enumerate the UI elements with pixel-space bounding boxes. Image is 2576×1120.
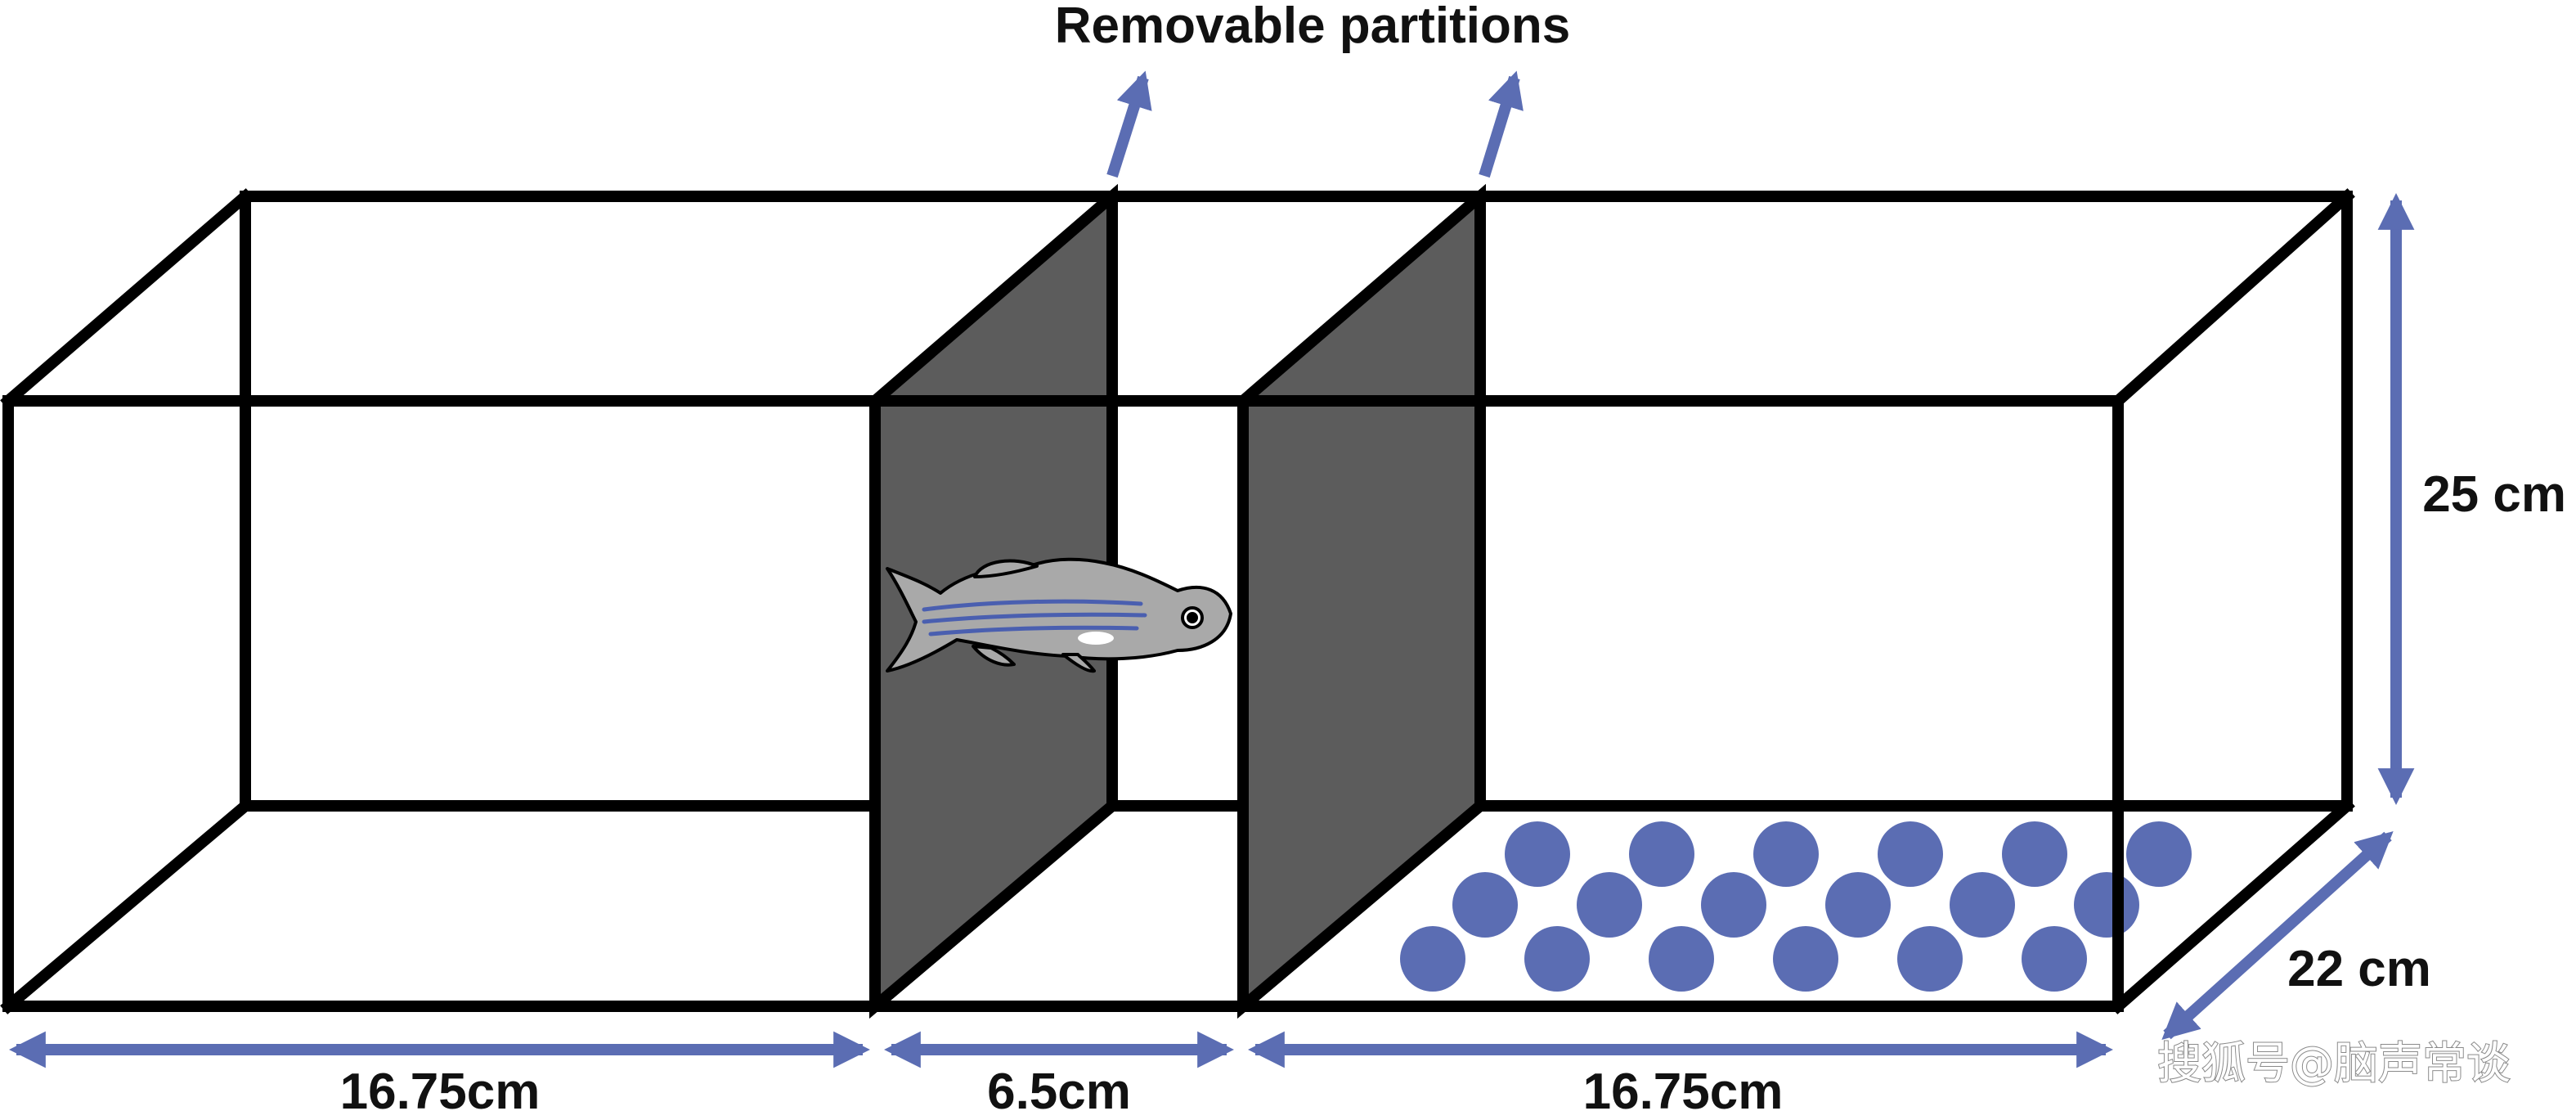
partition-right [1237, 183, 1486, 1019]
depth-label: 22 cm [2287, 941, 2431, 997]
marbles [1400, 821, 2192, 992]
partition-arrow-left [1106, 70, 1152, 178]
left-width-label: 16.75cm [340, 1064, 541, 1120]
partitions-label: Removable partitions [1055, 0, 1570, 54]
height-label: 25 cm [2422, 466, 2566, 523]
depth-arrow [2161, 831, 2394, 1040]
partition-arrow-right [1479, 70, 1524, 178]
middle-width-label: 6.5cm [987, 1064, 1131, 1120]
partition-arrows [1106, 70, 1524, 178]
watermark: 搜狐号@脑声常谈 [2157, 1037, 2511, 1089]
right-width-label: 16.75cm [1583, 1064, 1784, 1120]
zebrafish-icon [886, 557, 1232, 673]
